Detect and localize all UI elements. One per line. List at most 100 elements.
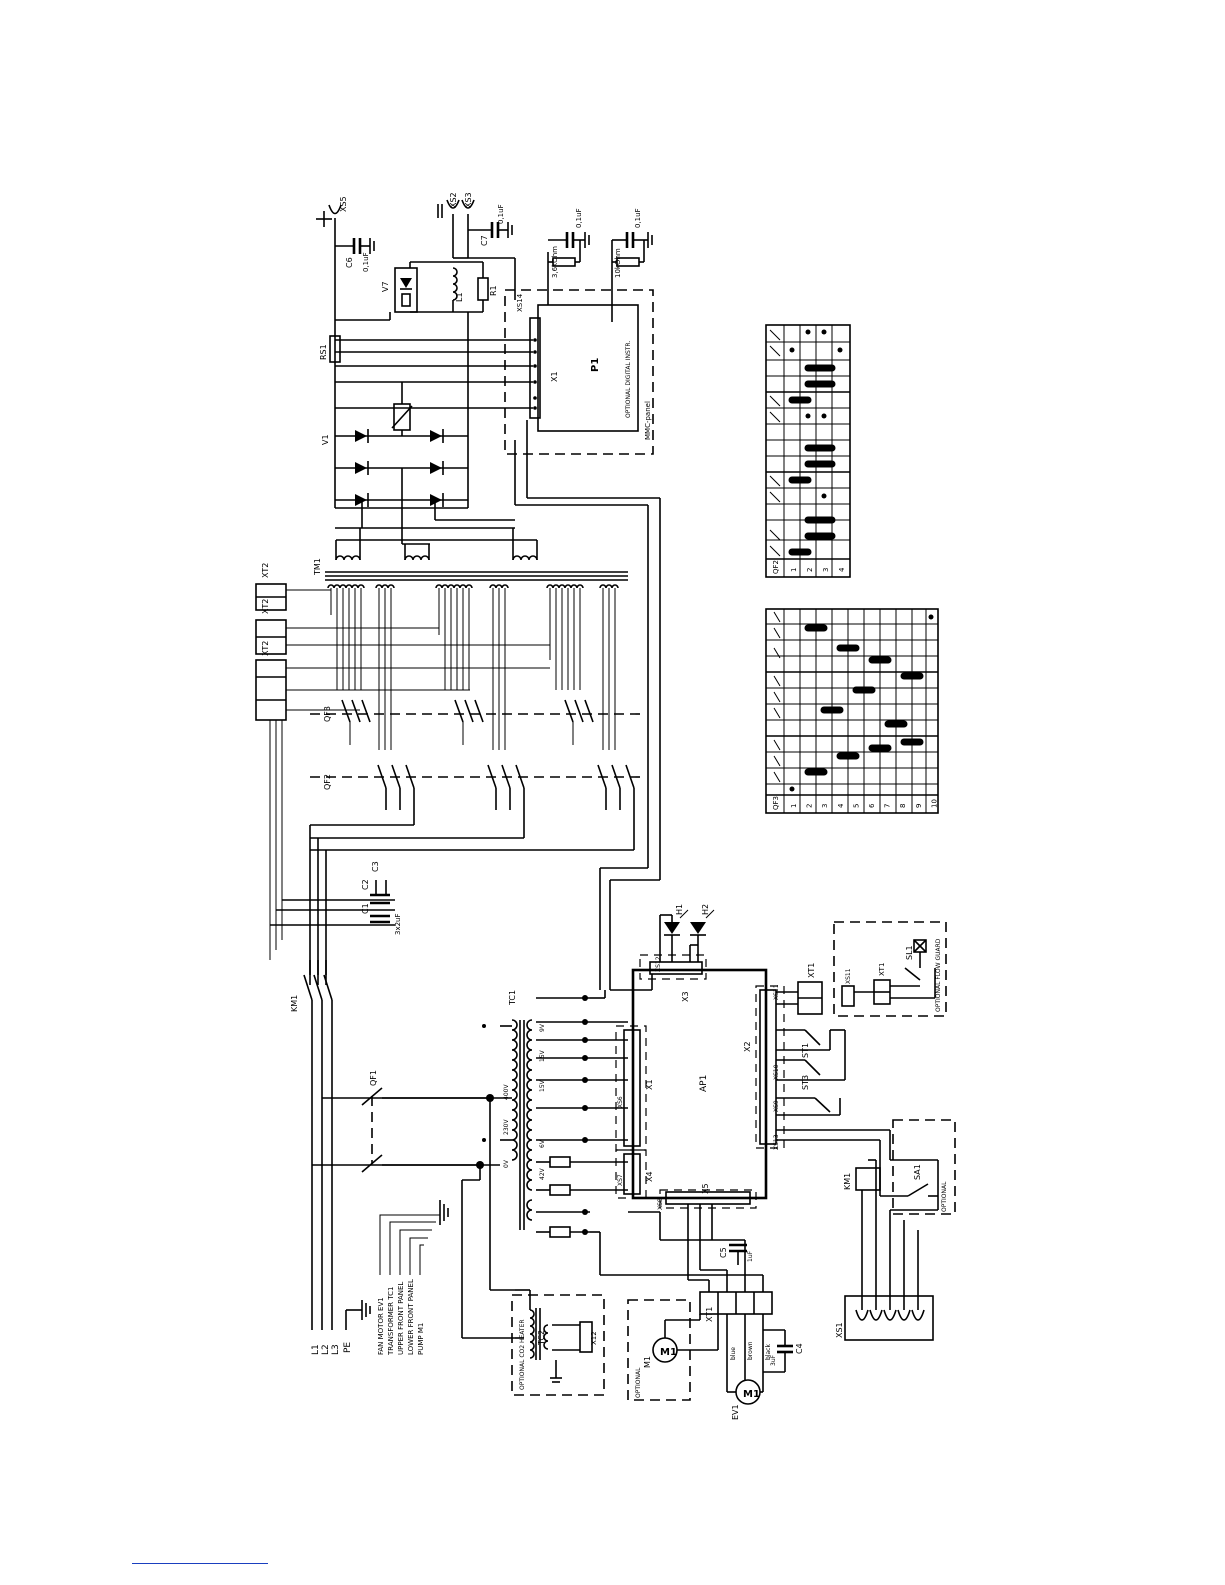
sa1-box-label: OPTIONAL (941, 1181, 948, 1212)
c6-value: 0,1uF (362, 252, 370, 272)
res-a-value: 3,6kOhm (551, 246, 559, 278)
xs13-label: XS13 (773, 1134, 780, 1150)
switch-table-row-label: 6 (868, 803, 876, 808)
dc-output-section: XS5 C6 0,1uF XS2 XS3 C7 0,1uF (316, 192, 533, 545)
switch-table-row-label: 1 (790, 804, 798, 808)
ap1-board: AP1 X3 X2 X4 X5 X1 XS12 XS11 XS10 XS9 XS… (610, 904, 890, 1210)
l1-input: L1 (311, 1344, 321, 1355)
pe-list: FAN MOTOR EV1 TRANSFORMER TC1 UPPER FRON… (377, 1200, 449, 1356)
switch-table-row-label: 10 (930, 799, 938, 808)
tm1-label: TM1 (313, 558, 322, 576)
xs5-label: XS5 (339, 196, 348, 212)
v0-label: 0V (503, 1159, 510, 1168)
x5-label: X5 (701, 1183, 710, 1194)
st3-label: ST3 (801, 1075, 810, 1090)
ap1-label: AP1 (699, 1075, 709, 1092)
x2-label: X2 (743, 1041, 752, 1052)
qf1-label: QF1 (369, 1070, 378, 1086)
res-b-value: 10kOhm (614, 248, 622, 278)
c1-label: C1 (361, 903, 370, 914)
c3-label: C3 (371, 861, 380, 872)
km1-coil-label: KM1 (843, 1173, 852, 1190)
switch-table-row-label: 4 (838, 567, 846, 572)
c2-label: C2 (361, 879, 370, 890)
brown-wire-label: brown (747, 1341, 754, 1360)
cap-b-value: 0,1uF (634, 208, 642, 228)
mmc-panel-label: MMC-panel (644, 401, 652, 440)
xt2-terminals: XT2 XT2 XT2 (255, 563, 550, 960)
sa1-label: SA1 (913, 1164, 922, 1180)
tc1-label: TC1 (508, 990, 517, 1006)
km1-label: KM1 (290, 995, 299, 1012)
footer-link-underline[interactable] (132, 1563, 268, 1564)
km1-contactor: KM1 L1 L2 L3 PE (290, 960, 500, 1355)
xs1-label: XS1 (835, 1322, 844, 1338)
transformer-label: TRANSFORMER TC1 (387, 1287, 395, 1356)
switch-table-row-label: 8 (899, 804, 907, 808)
qf3-table-title: QF3 (772, 796, 780, 810)
xs1-connector: XS1 (835, 1159, 939, 1341)
v9-label: 9V (539, 1023, 546, 1032)
lower-panel-label: LOWER FRONT PANEL (407, 1279, 415, 1355)
v400-label: 400V (503, 1084, 510, 1100)
xs7-label: XS7 (617, 1174, 624, 1186)
tc2-box-label: OPTIONAL CO2 HEATER (519, 1319, 526, 1390)
xs9-label: XS9 (773, 1100, 780, 1112)
x3-label: X3 (681, 991, 690, 1002)
xs8-label: XS8 (657, 1198, 664, 1210)
qf-switch-banks: QF3 QF2 (309, 699, 640, 985)
p1-optional-label: OPTIONAL DIGITAL INSTR. (625, 341, 632, 418)
v230-label: 230V (503, 1119, 510, 1135)
l1-label: L1 (455, 292, 464, 302)
x4-label: X4 (645, 1171, 654, 1182)
black-wire-label: black (765, 1344, 772, 1360)
xs6-label: XS6 (617, 1096, 624, 1108)
switch-table-row-label: 3 (821, 804, 829, 808)
motor-section: XT1 C5 1uF OPTIONAL M1 M1 (511, 1204, 804, 1420)
x1-top-label: X1 (550, 371, 559, 382)
v7-label: V7 (381, 281, 390, 292)
p1-instrument: XS14 X1 P1 OPTIONAL DIGITAL INSTR. MMC-p… (504, 208, 661, 990)
pe-input: PE (343, 1342, 353, 1353)
switch-table-row-label: 5 (852, 804, 860, 808)
m1-label: M1 (643, 1356, 652, 1368)
c4-label: C4 (795, 1343, 804, 1354)
c4-value: 3uF (770, 1354, 777, 1366)
pump-label: PUMP M1 (417, 1323, 425, 1355)
tc2-label: TC2 (537, 1330, 546, 1346)
m1-symbol: M1 (660, 1347, 677, 1358)
c-value: 3x2uF (394, 913, 402, 935)
r1-label: R1 (489, 285, 498, 296)
v6-label: 6V (539, 1139, 546, 1148)
sa1-km1-coil: OPTIONAL SA1 KM1 (843, 1119, 956, 1215)
x1-ap-label: X1 (645, 1079, 654, 1090)
xs10-label: XS10 (773, 1064, 780, 1080)
switch-table-row-label: 2 (806, 568, 814, 572)
xs3-label: XS3 (464, 192, 473, 208)
capacitor-bank: C1 C2 C3 3x2uF (270, 861, 402, 935)
c7-label: C7 (480, 235, 489, 246)
x12-label: X12 (590, 1331, 598, 1345)
fan-motor-label: FAN MOTOR EV1 (377, 1297, 385, 1355)
switch-table-row-label: 1 (790, 568, 798, 572)
upper-panel-label: UPPER FRONT PANEL (397, 1282, 405, 1355)
xt1-b-label: XT1 (878, 963, 886, 976)
c5-value: 1uF (747, 1250, 754, 1262)
p1-label: P1 (590, 358, 601, 372)
v1-label: V1 (321, 434, 330, 445)
xs12-label: XS12 (655, 956, 662, 972)
tc1-transformer: TC1 0V 230V 400V 42V 15V 15V 9V 6V (482, 990, 628, 1238)
ev1-label: EV1 (731, 1404, 740, 1420)
m1-box-label: OPTIONAL (635, 1367, 642, 1398)
qf2-label: QF2 (323, 774, 332, 790)
v42-label: 42V (539, 1167, 546, 1180)
xt2-c-label: XT2 (261, 563, 270, 578)
h1-label: H1 (675, 904, 684, 915)
flow-guard-label: OPTIONAL FLOW GUARD (935, 938, 942, 1012)
rs1-label: RS1 (319, 344, 328, 360)
sl1-label: SL1 (905, 945, 914, 960)
c6-label: C6 (345, 257, 354, 268)
